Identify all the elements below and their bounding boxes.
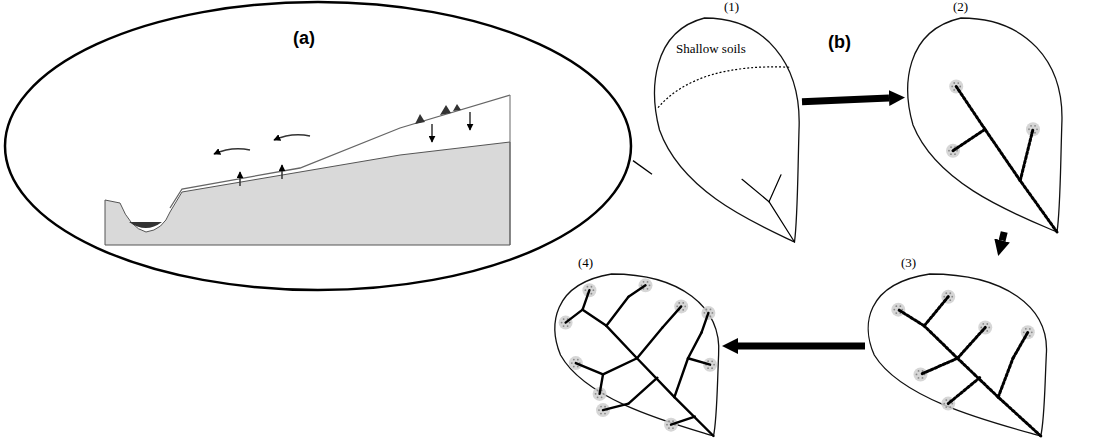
catchment-leaf: (4)	[552, 256, 722, 436]
catchment-outline	[868, 274, 1046, 436]
stage-arrow	[802, 98, 889, 102]
channel-head-blobs	[891, 290, 1035, 411]
channel-head-blobs	[559, 278, 718, 431]
up-arrow	[239, 172, 241, 186]
channel-water	[129, 222, 162, 228]
zoom-ellipse: (a)	[3, 0, 633, 292]
shallow-soil-boundary	[658, 67, 790, 108]
panel-label: (a)	[293, 28, 315, 49]
panel-label: (4)	[578, 256, 593, 271]
ellipse-border	[5, 2, 631, 290]
panel-label: (2)	[953, 0, 968, 15]
panel-label: (3)	[901, 256, 916, 271]
soil-surface	[170, 95, 510, 208]
flow-arrow	[214, 149, 250, 154]
section-edge	[510, 95, 511, 245]
down-arrow	[469, 112, 471, 130]
up-arrow	[281, 165, 283, 179]
catchment-leaf: (1) Shallow soils	[652, 0, 802, 242]
leaf-outline	[865, 274, 1050, 436]
channel-network	[898, 297, 1040, 436]
catchment-leaf: (3)	[865, 256, 1050, 436]
stage-arrow	[738, 343, 865, 350]
leaf-outline	[552, 274, 722, 436]
panel-label: (b)	[828, 32, 851, 53]
channel-network	[566, 285, 714, 436]
leaf-outline	[905, 18, 1065, 232]
ellipse-outline	[3, 0, 633, 292]
region-label: Shallow soils	[676, 42, 746, 57]
bedrock	[105, 142, 510, 245]
channel-head-blobs	[946, 79, 1040, 157]
catchment-outline	[655, 18, 800, 242]
shrub	[415, 104, 461, 124]
catchment-leaf: (2)	[905, 0, 1065, 232]
catchment-outline	[555, 274, 719, 436]
catchment-outline	[908, 18, 1062, 232]
down-arrow	[431, 124, 433, 142]
leader-line	[633, 161, 652, 175]
channel-network	[953, 86, 1057, 232]
stage-arrow	[1002, 232, 1004, 240]
panel-label: (1)	[724, 0, 739, 15]
channel-network	[742, 175, 795, 242]
flow-arrow	[274, 135, 310, 140]
